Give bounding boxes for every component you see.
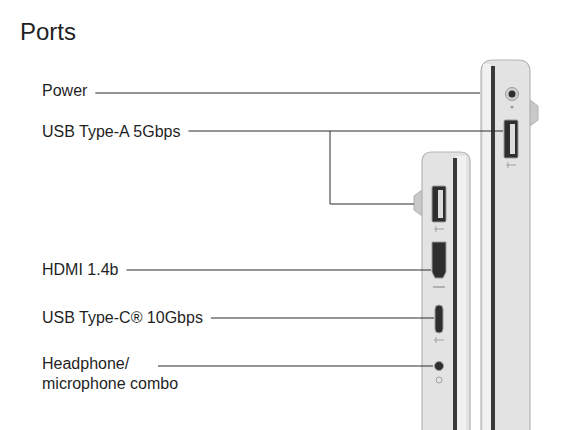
leader-line [126, 270, 431, 271]
left-laptop-side [414, 152, 470, 430]
port-icon [433, 286, 445, 288]
leader-line [188, 131, 503, 132]
usb-a-port [504, 120, 518, 158]
hdmi-port [432, 242, 446, 278]
audio-jack [435, 362, 444, 371]
port-icon [434, 337, 444, 343]
port-label: HDMI 1.4b [42, 260, 118, 280]
port-icon [506, 162, 516, 168]
port-label: USB Type-C® 10Gbps [42, 308, 203, 328]
port-icon [436, 377, 442, 383]
lid-seam [491, 66, 495, 430]
hinge-lip [414, 190, 422, 216]
power-port [506, 88, 519, 101]
leader-line [211, 318, 434, 319]
usb-c-port [435, 305, 443, 333]
hinge-lip [530, 100, 538, 126]
leader-line [95, 93, 480, 94]
usb-a-port [432, 186, 446, 222]
leader-bracket [330, 131, 414, 204]
lid-edge [483, 64, 491, 430]
power-led [511, 106, 514, 109]
lid-edge [456, 156, 466, 430]
leader-line [158, 366, 433, 367]
usb-a-tongue [510, 124, 515, 154]
port-label: Headphone/ microphone combo [42, 354, 202, 394]
laptop-body [481, 60, 530, 430]
right-laptop-side [481, 60, 538, 430]
usb-a-tongue [438, 190, 443, 218]
port-label: USB Type-A 5Gbps [42, 122, 180, 142]
port-label: Power [42, 81, 87, 101]
port-icon [434, 226, 444, 232]
diagram-title: Ports [20, 18, 76, 46]
lid-seam [453, 158, 457, 430]
laptop-body [422, 152, 470, 430]
power-port-pin [509, 91, 516, 98]
